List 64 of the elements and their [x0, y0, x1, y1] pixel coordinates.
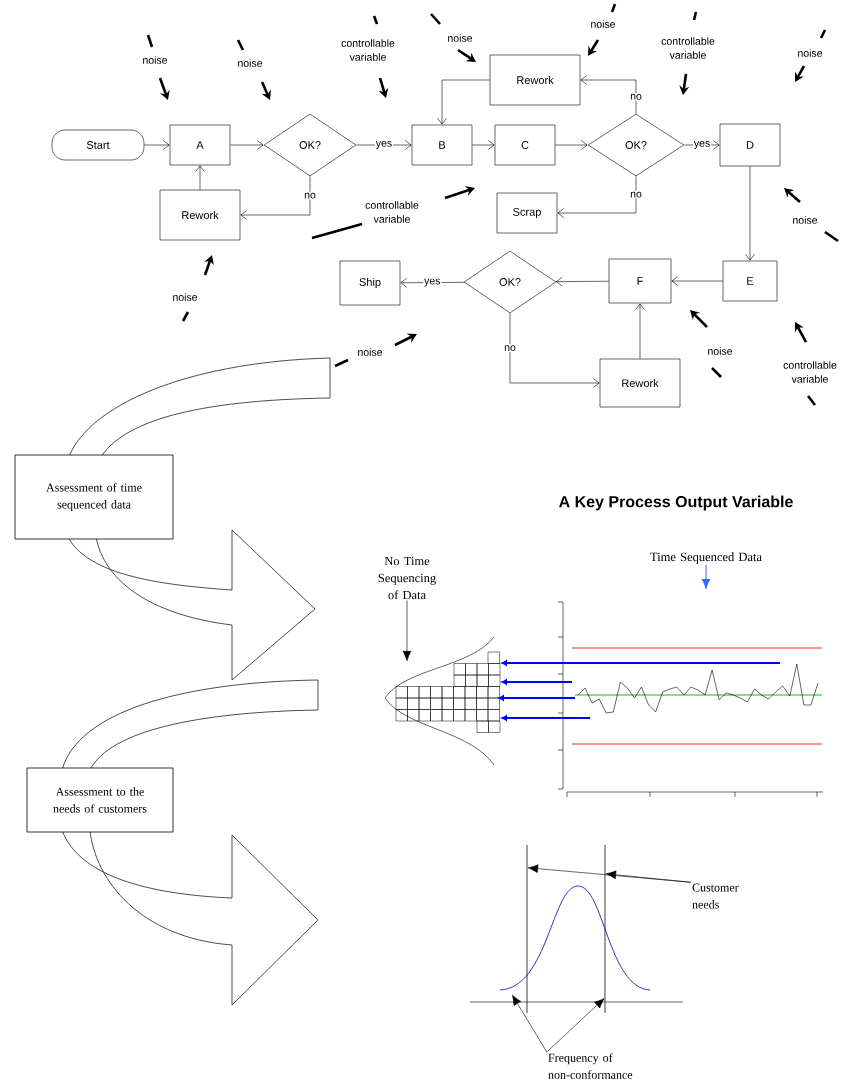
- edge-label: no: [630, 191, 642, 198]
- flow-arrow: [144, 140, 170, 150]
- annotation-text: Customer needs: [692, 883, 739, 909]
- process-box: E: [722, 260, 778, 302]
- leader-line: [546, 998, 605, 1053]
- assessment-box: Assessment of time sequenced data: [14, 454, 174, 540]
- limit-line: [526, 844, 528, 1014]
- process-box: Rework: [599, 358, 681, 408]
- flow-arrow: [437, 79, 490, 125]
- terminal-box: Start: [51, 129, 145, 161]
- process-box: B: [411, 124, 473, 166]
- flow-arrow: [671, 276, 723, 286]
- edge-label: yes: [424, 278, 441, 287]
- process-box: F: [608, 258, 672, 304]
- flow-arrow: [230, 140, 264, 150]
- variable-label: controllable variable: [341, 39, 395, 61]
- edge-label: yes: [693, 141, 710, 149]
- variable-label: controllable variable: [661, 37, 715, 59]
- edge-label: no: [504, 345, 516, 352]
- variable-label: noise: [143, 56, 168, 64]
- variable-label: noise: [238, 59, 263, 67]
- leader-line: [512, 994, 548, 1053]
- bell-curve: [499, 885, 651, 991]
- flow-arrow: [400, 277, 465, 288]
- variable-label: noise: [591, 20, 616, 28]
- variable-label: noise: [358, 348, 383, 356]
- process-box: C: [494, 124, 556, 166]
- process-box: Ship: [339, 260, 401, 306]
- variable-label: noise: [448, 34, 473, 42]
- leader-line: [605, 870, 692, 883]
- flow-arrow: [472, 140, 495, 150]
- annotation-text: Frequency of non-conformance: [548, 1053, 633, 1079]
- assessment-box: Assessment to the needs of customers: [26, 767, 174, 833]
- flow-arrow: [557, 176, 637, 218]
- limit-line: [604, 844, 606, 1014]
- process-box: Rework: [159, 189, 241, 241]
- edge-label: yes: [375, 141, 392, 149]
- edge-label: no: [304, 192, 316, 199]
- edge-label: no: [630, 94, 642, 100]
- annotation-text: Time Sequenced Data: [650, 552, 762, 564]
- variable-label: controllable variable: [365, 201, 419, 223]
- flow-arrow: [684, 140, 720, 150]
- flow-arrow: [240, 176, 311, 220]
- variable-label: noise: [793, 216, 818, 224]
- variable-label: noise: [173, 293, 198, 301]
- annotation-text: No Time Sequencing of Data: [378, 556, 436, 600]
- flow-arrow: [556, 276, 609, 287]
- flow-arrow: [635, 303, 645, 359]
- flow-arrow: [509, 313, 600, 388]
- variable-label: controllable variable: [783, 361, 837, 383]
- pointer-arrow: [701, 564, 711, 589]
- variable-label: noise: [708, 347, 733, 355]
- flow-arrow: [555, 140, 588, 150]
- process-box: Scrap: [496, 192, 558, 234]
- flow-arrow: [745, 166, 755, 261]
- flow-arrow: [356, 140, 412, 150]
- chart-title: A Key Process Output Variable: [559, 495, 793, 511]
- process-box: Rework: [489, 54, 581, 106]
- pointer-arrow: [402, 600, 412, 662]
- process-box: D: [719, 123, 781, 167]
- variable-label: noise: [798, 49, 823, 57]
- flow-arrow: [195, 165, 205, 190]
- flow-arrow: [580, 75, 637, 114]
- process-box: A: [169, 124, 231, 166]
